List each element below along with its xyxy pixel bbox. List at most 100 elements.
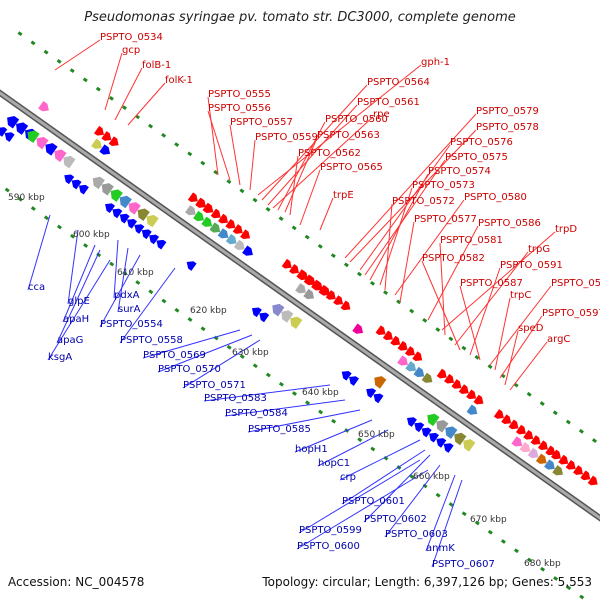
forward-gene-arrow-shape (305, 275, 316, 286)
forward-gene-arrow (501, 414, 512, 424)
reverse-gene-label: apaG (57, 335, 83, 346)
reverse-gene-block-shape (137, 208, 150, 221)
forward-gene-label-leader (114, 67, 143, 121)
reverse-gene-label-leader (294, 419, 373, 453)
tick-mark (435, 492, 441, 498)
reverse-gene-arrow-shape (156, 239, 167, 250)
forward-gene-label: PSPTO_0560 (325, 114, 388, 125)
forward-gene-label: argC (547, 334, 570, 345)
reverse-gene-arrow (112, 208, 123, 219)
forward-gene-block-shape (397, 355, 408, 366)
tick-mark (487, 364, 493, 369)
reverse-gene-block (101, 183, 114, 196)
forward-gene-label-leader (504, 330, 519, 386)
forward-gene-block (466, 404, 478, 415)
forward-gene-arrow-shape (390, 335, 401, 346)
forward-gene-block-shape (552, 465, 563, 476)
reverse-gene-block-shape (7, 116, 20, 129)
forward-gene-arrow-shape (458, 384, 469, 394)
reverse-gene-block (281, 310, 294, 323)
reverse-gene-label-leader (113, 239, 119, 299)
reverse-gene-arrow (134, 224, 145, 234)
forward-gene-label: gcp (122, 45, 140, 56)
forward-gene-arrow-shape (551, 449, 561, 460)
reverse-gene-arrow (78, 184, 89, 195)
reverse-gene-arrow (443, 443, 454, 453)
reverse-gene-label: PSPTO_0570 (158, 364, 221, 375)
forward-gene-block-shape (242, 245, 253, 256)
reverse-gene-label: PSPTO_0600 (297, 541, 360, 552)
tick-mark (474, 354, 480, 360)
tick-mark (526, 557, 532, 563)
reverse-gene-label: crp (340, 472, 356, 483)
reverse-gene-arrow (341, 371, 352, 381)
forward-gene-block (217, 228, 229, 239)
forward-gene-arrow-shape (298, 270, 308, 281)
reverse-gene-label: PSPTO_0558 (120, 335, 183, 346)
forward-gene-label: trpD (555, 224, 577, 235)
forward-gene-block-shape (201, 216, 213, 227)
reverse-gene-block-shape (272, 303, 285, 317)
gene-labels: PSPTO_0534gcpfolB-1folK-1PSPTO_0555PSPTO… (28, 32, 600, 570)
reverse-gene-arrow-shape (141, 229, 152, 240)
reverse-gene-arrow-shape (4, 132, 15, 142)
reverse-gene-block-shape (36, 136, 49, 150)
reverse-gene-block (445, 426, 458, 439)
reverse-gene-block-shape (101, 183, 114, 196)
forward-gene-arrow-shape (558, 454, 569, 465)
reverse-gene-label-leader (157, 334, 253, 373)
forward-gene-arrow (580, 470, 591, 481)
tick-mark (265, 372, 271, 378)
forward-gene-arrow-shape (404, 346, 415, 356)
tick-mark (370, 446, 376, 452)
tick-mark (357, 437, 363, 443)
forward-gene-label: PSPTO_0574 (428, 166, 491, 177)
forward-gene-arrow (573, 465, 583, 475)
forward-gene-block (91, 138, 102, 149)
forward-gene-arrow-shape (508, 419, 519, 430)
tick-mark (579, 594, 585, 600)
reverse-gene-block (27, 130, 40, 143)
forward-gene-label-leader (127, 82, 166, 126)
tick-mark (409, 308, 415, 314)
reverse-gene-label-leader (203, 384, 331, 402)
tick-mark (409, 474, 415, 480)
reverse-gene-block (436, 420, 449, 433)
reverse-gene-label-leader (119, 267, 176, 344)
tick-mark (109, 261, 115, 267)
forward-gene-arrow-shape (501, 414, 512, 424)
tick-mark (226, 344, 232, 350)
forward-gene-label: folB-1 (142, 60, 171, 71)
tick-mark (121, 105, 127, 111)
reverse-gene-arrow (141, 229, 152, 240)
forward-gene-label: PSPTO_0591 (500, 260, 563, 271)
forward-gene-label-leader (289, 155, 299, 216)
reverse-gene-label-leader (425, 474, 456, 552)
forward-gene-arrow-shape (587, 475, 598, 486)
forward-gene-label-leader (454, 251, 529, 346)
tick-mark (422, 317, 428, 323)
tick-mark (69, 68, 75, 74)
reverse-gene-arrow-shape (443, 443, 454, 453)
forward-gene-label: PSPTO_0562 (298, 148, 361, 159)
scale-label: 610 kbp (117, 268, 154, 278)
reverse-gene-block-shape (45, 143, 58, 156)
scale-label: 680 kbp (524, 559, 561, 569)
forward-gene-arrow-shape (444, 373, 455, 384)
tick-mark (435, 327, 441, 332)
reverse-gene-label-leader (317, 429, 389, 467)
forward-gene-arrow-shape (203, 203, 214, 214)
tick-mark (4, 187, 10, 193)
tick-mark (95, 86, 101, 92)
forward-gene-label-leader (267, 104, 358, 206)
forward-gene-label-leader (249, 139, 256, 191)
tick-mark (578, 428, 584, 434)
tick-mark (291, 391, 297, 396)
reverse-gene-block-shape (427, 413, 440, 427)
forward-gene-arrow (298, 270, 308, 281)
reverse-gene-arrow (0, 127, 8, 137)
scale-label: 630 kbp (232, 348, 269, 358)
tick-mark (70, 233, 76, 239)
forward-gene-block-shape (352, 323, 364, 334)
